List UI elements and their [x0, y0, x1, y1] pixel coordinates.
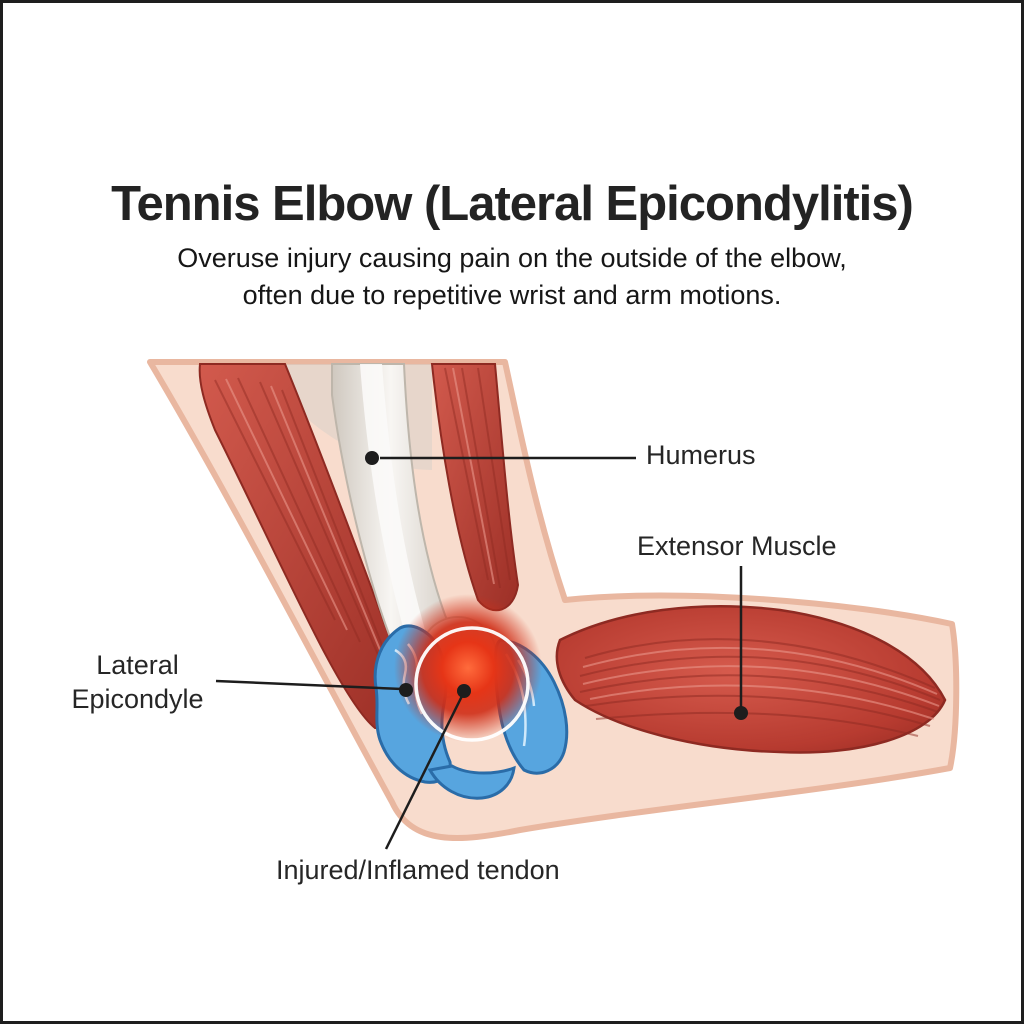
- inflammation-highlight-ring: [414, 626, 530, 742]
- upper-arm-muscles: [198, 363, 520, 730]
- diagram-subtitle: Overuse injury causing pain on the outsi…: [177, 243, 847, 310]
- humerus-dot: [365, 451, 379, 465]
- diagram-title: Tennis Elbow (Lateral Epicondylitis): [111, 177, 914, 231]
- extensor-dot: [734, 706, 748, 720]
- injured-tendon-dot: [457, 684, 471, 698]
- inflamed-area: [394, 594, 542, 742]
- label-lateral-epicondyle: Lateral Epicondyle: [71, 650, 204, 714]
- lateral-epicondyle-leader-line: [215, 679, 403, 691]
- lateral-epicondyle-dot: [399, 683, 413, 697]
- leader-lines: [215, 451, 748, 850]
- extensor-muscle-shape: [555, 605, 947, 754]
- injured-tendon-leader-line: [384, 695, 464, 850]
- label-humerus: Humerus: [646, 440, 756, 470]
- label-injured-tendon: Injured/Inflamed tendon: [276, 855, 560, 885]
- label-extensor-muscle: Extensor Muscle: [637, 531, 837, 561]
